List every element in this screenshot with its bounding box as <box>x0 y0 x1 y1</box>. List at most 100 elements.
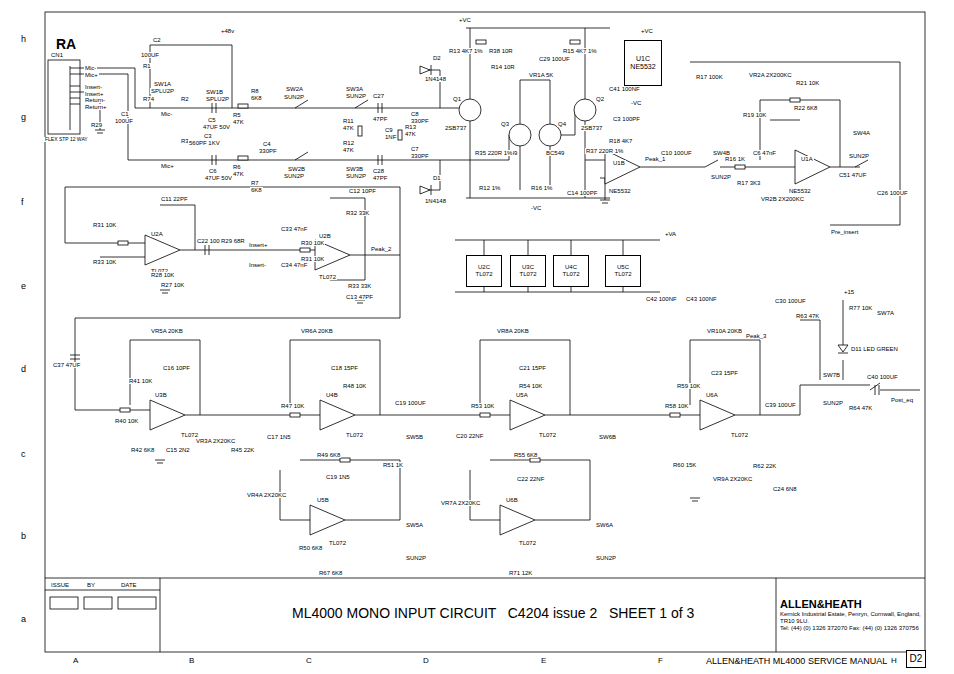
part-name: U2C <box>478 264 490 271</box>
component-label: f <box>20 198 25 207</box>
component-label: U6B <box>505 497 519 503</box>
component-label: +VA <box>664 231 677 237</box>
part-text: NE5532 <box>630 63 655 71</box>
component-label: R16 1% <box>530 185 553 191</box>
component-label: D11 LED GREEN <box>850 346 899 352</box>
component-label: c <box>20 450 27 459</box>
component-label: R31 10K <box>92 222 117 228</box>
component-label: TL072 <box>328 540 347 546</box>
component-label: C18 15PF <box>330 365 359 371</box>
component-label: C33 47nF <box>280 226 308 232</box>
component-label: b <box>20 532 27 541</box>
component-label: g <box>20 113 27 122</box>
component-label: R11 <box>342 118 355 124</box>
switch-symbol <box>295 100 880 390</box>
component-label: d <box>20 365 27 374</box>
component-label: TL072 <box>538 432 557 438</box>
resistor-symbol <box>790 98 800 102</box>
component-label: Insert- <box>248 262 267 268</box>
component-label: BC549 <box>545 150 565 156</box>
component-label: 47PF <box>372 116 388 122</box>
component-label: 1NF <box>384 134 397 140</box>
component-label: R29 68R <box>220 238 246 244</box>
component-label: C4 <box>262 141 272 147</box>
component-label: SW3B <box>345 166 364 172</box>
component-label: R6 <box>232 164 242 170</box>
component-label: R55 6K8 <box>513 452 538 458</box>
part-box: D2 <box>906 650 926 668</box>
component-label: e <box>20 282 27 291</box>
component-label: R13 <box>404 124 417 130</box>
component-label: E <box>540 657 547 665</box>
component-label: C12 10PF <box>348 188 377 194</box>
opamp-symbol <box>700 400 735 430</box>
component-label: SW7B <box>822 372 841 378</box>
component-label: TL072 <box>345 432 364 438</box>
sheet-frame <box>118 597 156 609</box>
component-label: 100UF <box>114 118 134 124</box>
component-label: SUN2P <box>710 174 732 180</box>
wire <box>65 28 920 520</box>
component-label: R12 1% <box>478 185 501 191</box>
diode-symbol <box>431 185 432 195</box>
component-label: Insert- <box>84 84 103 90</box>
opamp-symbol <box>500 505 535 535</box>
switch-symbol <box>295 100 880 390</box>
component-label: R53 10K <box>470 403 495 409</box>
component-label: SUN2P <box>345 93 367 99</box>
transistor-symbol <box>574 99 596 121</box>
resistor-symbol <box>476 40 486 44</box>
component-label: C34 47nF <box>280 262 308 268</box>
component-label: R74 <box>142 96 155 102</box>
component-label: Return- <box>84 97 106 103</box>
component-label: FLEX STP 12 WAY <box>44 137 89 142</box>
capacitor-symbol <box>70 245 879 395</box>
component-label: Insert+ <box>248 242 269 248</box>
component-label: +VC <box>640 28 654 34</box>
component-label: NE5532 <box>608 188 632 194</box>
component-label: Post_eq <box>890 397 914 403</box>
component-label: VR1A 5K <box>528 72 554 78</box>
component-label: U2B <box>318 233 332 239</box>
resistor-symbol <box>670 413 680 417</box>
component-label: R32 33K <box>345 210 370 216</box>
part-box: U5CTL072 <box>605 255 641 287</box>
connector-symbol <box>48 60 80 134</box>
component-label: Mic+ <box>160 163 175 169</box>
part-text: Kernick Industrial Estate, Penryn, Cornw… <box>780 611 921 625</box>
component-label: U1B <box>612 160 626 166</box>
component-label: Q3 <box>500 121 510 127</box>
resistor-symbol <box>530 458 540 462</box>
component-label: h <box>20 35 27 44</box>
resistor-symbol <box>290 413 300 417</box>
component-label: SUN2P <box>405 555 427 561</box>
sheet-frame <box>160 578 161 652</box>
part-name: ALLEN&HEATH <box>780 598 862 611</box>
wire <box>800 300 843 380</box>
transistor-symbol <box>459 99 596 146</box>
component-label: 560PF 1KV <box>188 140 221 146</box>
part-name: U4C <box>565 264 577 271</box>
component-label: C26 100UF <box>876 190 909 196</box>
component-label: C13 47PF <box>345 294 374 300</box>
opamp-symbol <box>310 505 345 535</box>
component-label: TL072 <box>730 432 749 438</box>
component-label: SW3A <box>345 86 364 92</box>
component-label: C16 10PF <box>162 365 191 371</box>
component-label: -VC <box>530 205 542 211</box>
component-label: C5 <box>207 117 217 123</box>
component-label: VR3A 2X20KC <box>195 438 236 444</box>
diode-symbol <box>838 353 848 354</box>
component-label: C30 100UF <box>774 298 807 304</box>
component-label: R60 15K <box>672 462 697 468</box>
component-label: C51 47UF <box>838 172 867 178</box>
component-label: 47K <box>342 125 355 131</box>
component-label: a <box>20 615 27 624</box>
component-label: SUN2P <box>283 94 305 100</box>
component-label: SW5B <box>405 434 424 440</box>
resistor-symbol <box>570 40 580 44</box>
part-name: D2 <box>910 653 923 665</box>
component-label: C17 1N5 <box>266 434 292 440</box>
component-label: U5B <box>316 497 330 503</box>
